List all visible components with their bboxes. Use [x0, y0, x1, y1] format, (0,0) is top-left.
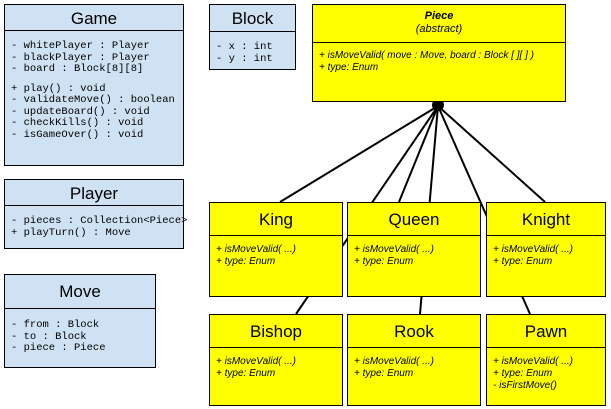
class-move-members: - from : Block - to : Block - piece : Pi…	[5, 309, 155, 355]
class-player: Player - pieces : Collection<Piece> + pl…	[4, 179, 188, 249]
pawn-member: + type: Enum	[493, 368, 553, 379]
game-attribute: - blackPlayer : Player	[11, 51, 150, 64]
player-member: + playTurn() : Move	[11, 226, 131, 239]
class-move: Move - from : Block - to : Block - piece…	[4, 274, 156, 368]
move-member: - piece : Piece	[11, 342, 106, 354]
class-title-player: Player	[5, 180, 183, 206]
class-player-members: - pieces : Collection<Piece> + playTurn(…	[5, 206, 188, 239]
move-member: - from : Block	[11, 319, 100, 331]
class-game: Game - whitePlayer : Player - blackPlaye…	[4, 4, 184, 166]
class-title-game: Game	[5, 5, 183, 31]
class-game-attributes: - whitePlayer : Player - blackPlayer : P…	[5, 31, 183, 141]
rook-member: + type: Enum	[354, 368, 414, 379]
piece-member: + type: Enum	[319, 62, 379, 73]
class-block: Block - x : int - y : int	[209, 4, 296, 70]
class-knight-members: + isMoveValid( ...) + type: Enum	[487, 236, 605, 268]
class-piece-header: Piece (abstract)	[313, 5, 565, 43]
bishop-member: + isMoveValid( ...)	[216, 356, 296, 367]
knight-member: + isMoveValid( ...)	[493, 244, 573, 255]
game-method: - isGameOver() : void	[11, 128, 144, 141]
class-queen-members: + isMoveValid( ...) + type: Enum	[348, 236, 480, 268]
class-rook: Rook + isMoveValid( ...) + type: Enum	[347, 314, 481, 406]
move-member: - to : Block	[11, 330, 87, 343]
piece-member: + isMoveValid( move : Move, board : Bloc…	[319, 50, 534, 61]
pawn-member: + isMoveValid( ...)	[493, 356, 573, 367]
class-king-members: + isMoveValid( ...) + type: Enum	[210, 236, 342, 268]
game-attribute: - whitePlayer : Player	[11, 40, 150, 52]
class-stereotype-piece: (abstract)	[415, 23, 463, 35]
rook-member: + isMoveValid( ...)	[354, 356, 434, 367]
class-title-bishop: Bishop	[210, 315, 342, 348]
king-member: + isMoveValid( ...)	[216, 244, 296, 255]
class-title-piece: Piece	[424, 10, 454, 22]
class-bishop: Bishop + isMoveValid( ...) + type: Enum	[209, 314, 343, 406]
queen-member: + isMoveValid( ...)	[354, 244, 434, 255]
pawn-member: - isFirstMove()	[493, 380, 557, 391]
class-piece-members: + isMoveValid( move : Move, board : Bloc…	[313, 43, 565, 74]
game-method: - checkKills() : void	[11, 117, 144, 129]
player-member: - pieces : Collection<Piece>	[11, 215, 188, 227]
block-member: - y : int	[216, 52, 273, 65]
king-to-piece-line	[279, 105, 439, 203]
class-title-knight: Knight	[487, 203, 605, 236]
class-pawn-members: + isMoveValid( ...) + type: Enum - isFir…	[487, 348, 605, 392]
class-title-queen: Queen	[348, 203, 480, 236]
knight-to-piece-line	[437, 105, 546, 203]
knight-member: + type: Enum	[493, 256, 553, 267]
class-title-rook: Rook	[348, 315, 480, 348]
queen-to-piece-line	[398, 105, 439, 203]
game-attribute: - board : Block[8][8]	[11, 63, 144, 75]
class-title-pawn: Pawn	[487, 315, 605, 348]
class-piece: Piece (abstract) + isMoveValid( move : M…	[312, 4, 566, 102]
class-king: King + isMoveValid( ...) + type: Enum	[209, 202, 343, 297]
game-method: + play() : void	[11, 82, 106, 95]
block-member: - x : int	[216, 41, 273, 53]
queen-member: + type: Enum	[354, 256, 414, 267]
class-pawn: Pawn + isMoveValid( ...) + type: Enum - …	[486, 314, 606, 406]
class-rook-members: + isMoveValid( ...) + type: Enum	[348, 348, 480, 380]
bishop-member: + type: Enum	[216, 368, 276, 379]
king-member: + type: Enum	[216, 256, 276, 267]
inheritance-arrowhead	[432, 99, 444, 111]
class-knight: Knight + isMoveValid( ...) + type: Enum	[486, 202, 606, 297]
class-title-king: King	[210, 203, 342, 236]
game-method: - validateMove() : boolean	[11, 94, 175, 106]
class-title-move: Move	[5, 275, 155, 309]
class-title-block: Block	[210, 5, 295, 32]
class-bishop-members: + isMoveValid( ...) + type: Enum	[210, 348, 342, 380]
game-method: - updateBoard() : void	[11, 105, 150, 118]
class-queen: Queen + isMoveValid( ...) + type: Enum	[347, 202, 481, 297]
class-block-members: - x : int - y : int	[210, 32, 295, 65]
